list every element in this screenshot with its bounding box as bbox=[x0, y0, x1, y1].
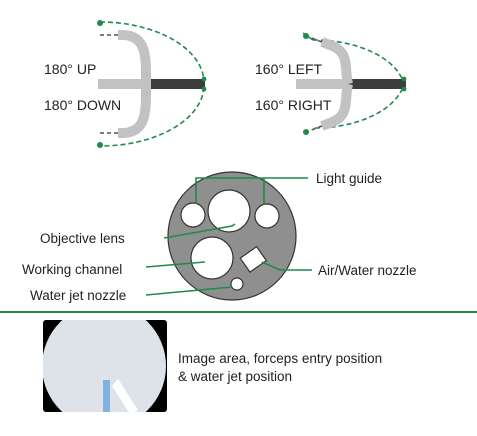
image-area-circle bbox=[43, 320, 166, 412]
light-guide-right bbox=[254, 203, 280, 229]
arc-end-dot-bottom bbox=[97, 142, 103, 148]
distal-tip-diagram: Light guide Objective lens Working chann… bbox=[22, 171, 417, 303]
image-area-caption-line1: Image area, forceps entry position bbox=[178, 351, 383, 366]
water-jet-nozzle bbox=[230, 277, 244, 291]
arc-mid-dot-3 bbox=[401, 76, 407, 82]
label-160-right: 160° RIGHT bbox=[255, 97, 332, 113]
bent-section-down bbox=[118, 83, 152, 138]
leader-working-channel bbox=[145, 261, 206, 268]
label-air-water-nozzle: Air/Water nozzle bbox=[318, 263, 417, 278]
working-channel bbox=[190, 236, 234, 280]
label-water-jet-nozzle: Water jet nozzle bbox=[30, 288, 126, 303]
arc-end-dot-top bbox=[97, 20, 103, 26]
label-160-left: 160° LEFT bbox=[255, 61, 323, 77]
bent-section-right bbox=[320, 82, 353, 131]
arc-mid-dot-1 bbox=[201, 76, 207, 82]
bending-diagram-left-right: 160° LEFT 160° RIGHT bbox=[255, 32, 407, 135]
label-objective-lens: Objective lens bbox=[40, 231, 125, 246]
bent-section-left bbox=[320, 37, 353, 86]
bending-diagram-up-down: 180° UP 180° DOWN bbox=[44, 20, 207, 148]
leader-water-jet-nozzle bbox=[145, 286, 233, 296]
arc-end-dot-right bbox=[303, 129, 309, 135]
objective-lens bbox=[207, 189, 251, 233]
bent-section-up bbox=[118, 30, 152, 89]
arc-end-dot-left bbox=[303, 33, 309, 39]
leader-lines bbox=[145, 177, 312, 296]
image-area-caption: Image area, forceps entry position & wat… bbox=[178, 350, 382, 386]
label-working-channel: Working channel bbox=[22, 262, 122, 277]
water-jet-marker bbox=[103, 380, 110, 412]
leader-air-water-nozzle bbox=[261, 261, 312, 271]
arc-mid-dot-4 bbox=[401, 86, 407, 92]
label-180-up: 180° UP bbox=[44, 61, 96, 77]
label-180-down: 180° DOWN bbox=[44, 97, 121, 113]
image-area-diagram bbox=[43, 320, 167, 412]
forceps-entry-marker bbox=[112, 379, 138, 412]
arc-mid-dot-2 bbox=[201, 86, 207, 92]
label-light-guide: Light guide bbox=[316, 171, 382, 186]
light-guide-left bbox=[180, 202, 206, 228]
leader-light-guide bbox=[195, 177, 308, 205]
image-area-caption-line2: & water jet position bbox=[178, 369, 293, 384]
leader-objective-lens bbox=[163, 223, 236, 239]
air-water-nozzle bbox=[239, 245, 268, 273]
